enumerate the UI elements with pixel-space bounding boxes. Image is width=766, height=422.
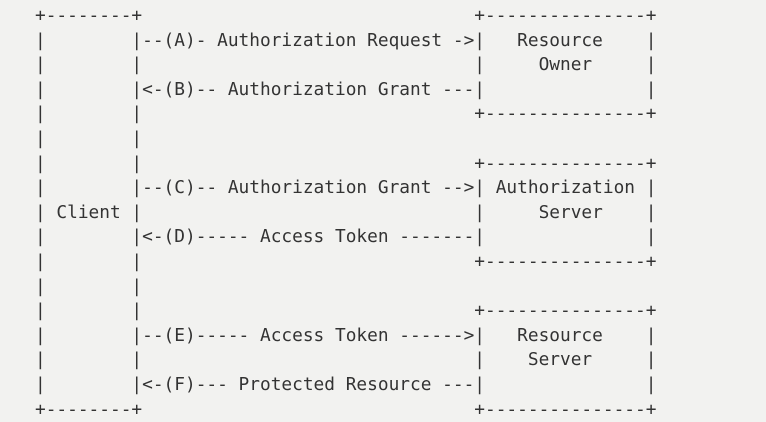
oauth-protocol-flow-ascii-diagram: +--------+ +---------------+ | |--(A)- A…: [34, 5, 657, 420]
ascii-diagram-canvas: +--------+ +---------------+ | |--(A)- A…: [34, 5, 657, 420]
